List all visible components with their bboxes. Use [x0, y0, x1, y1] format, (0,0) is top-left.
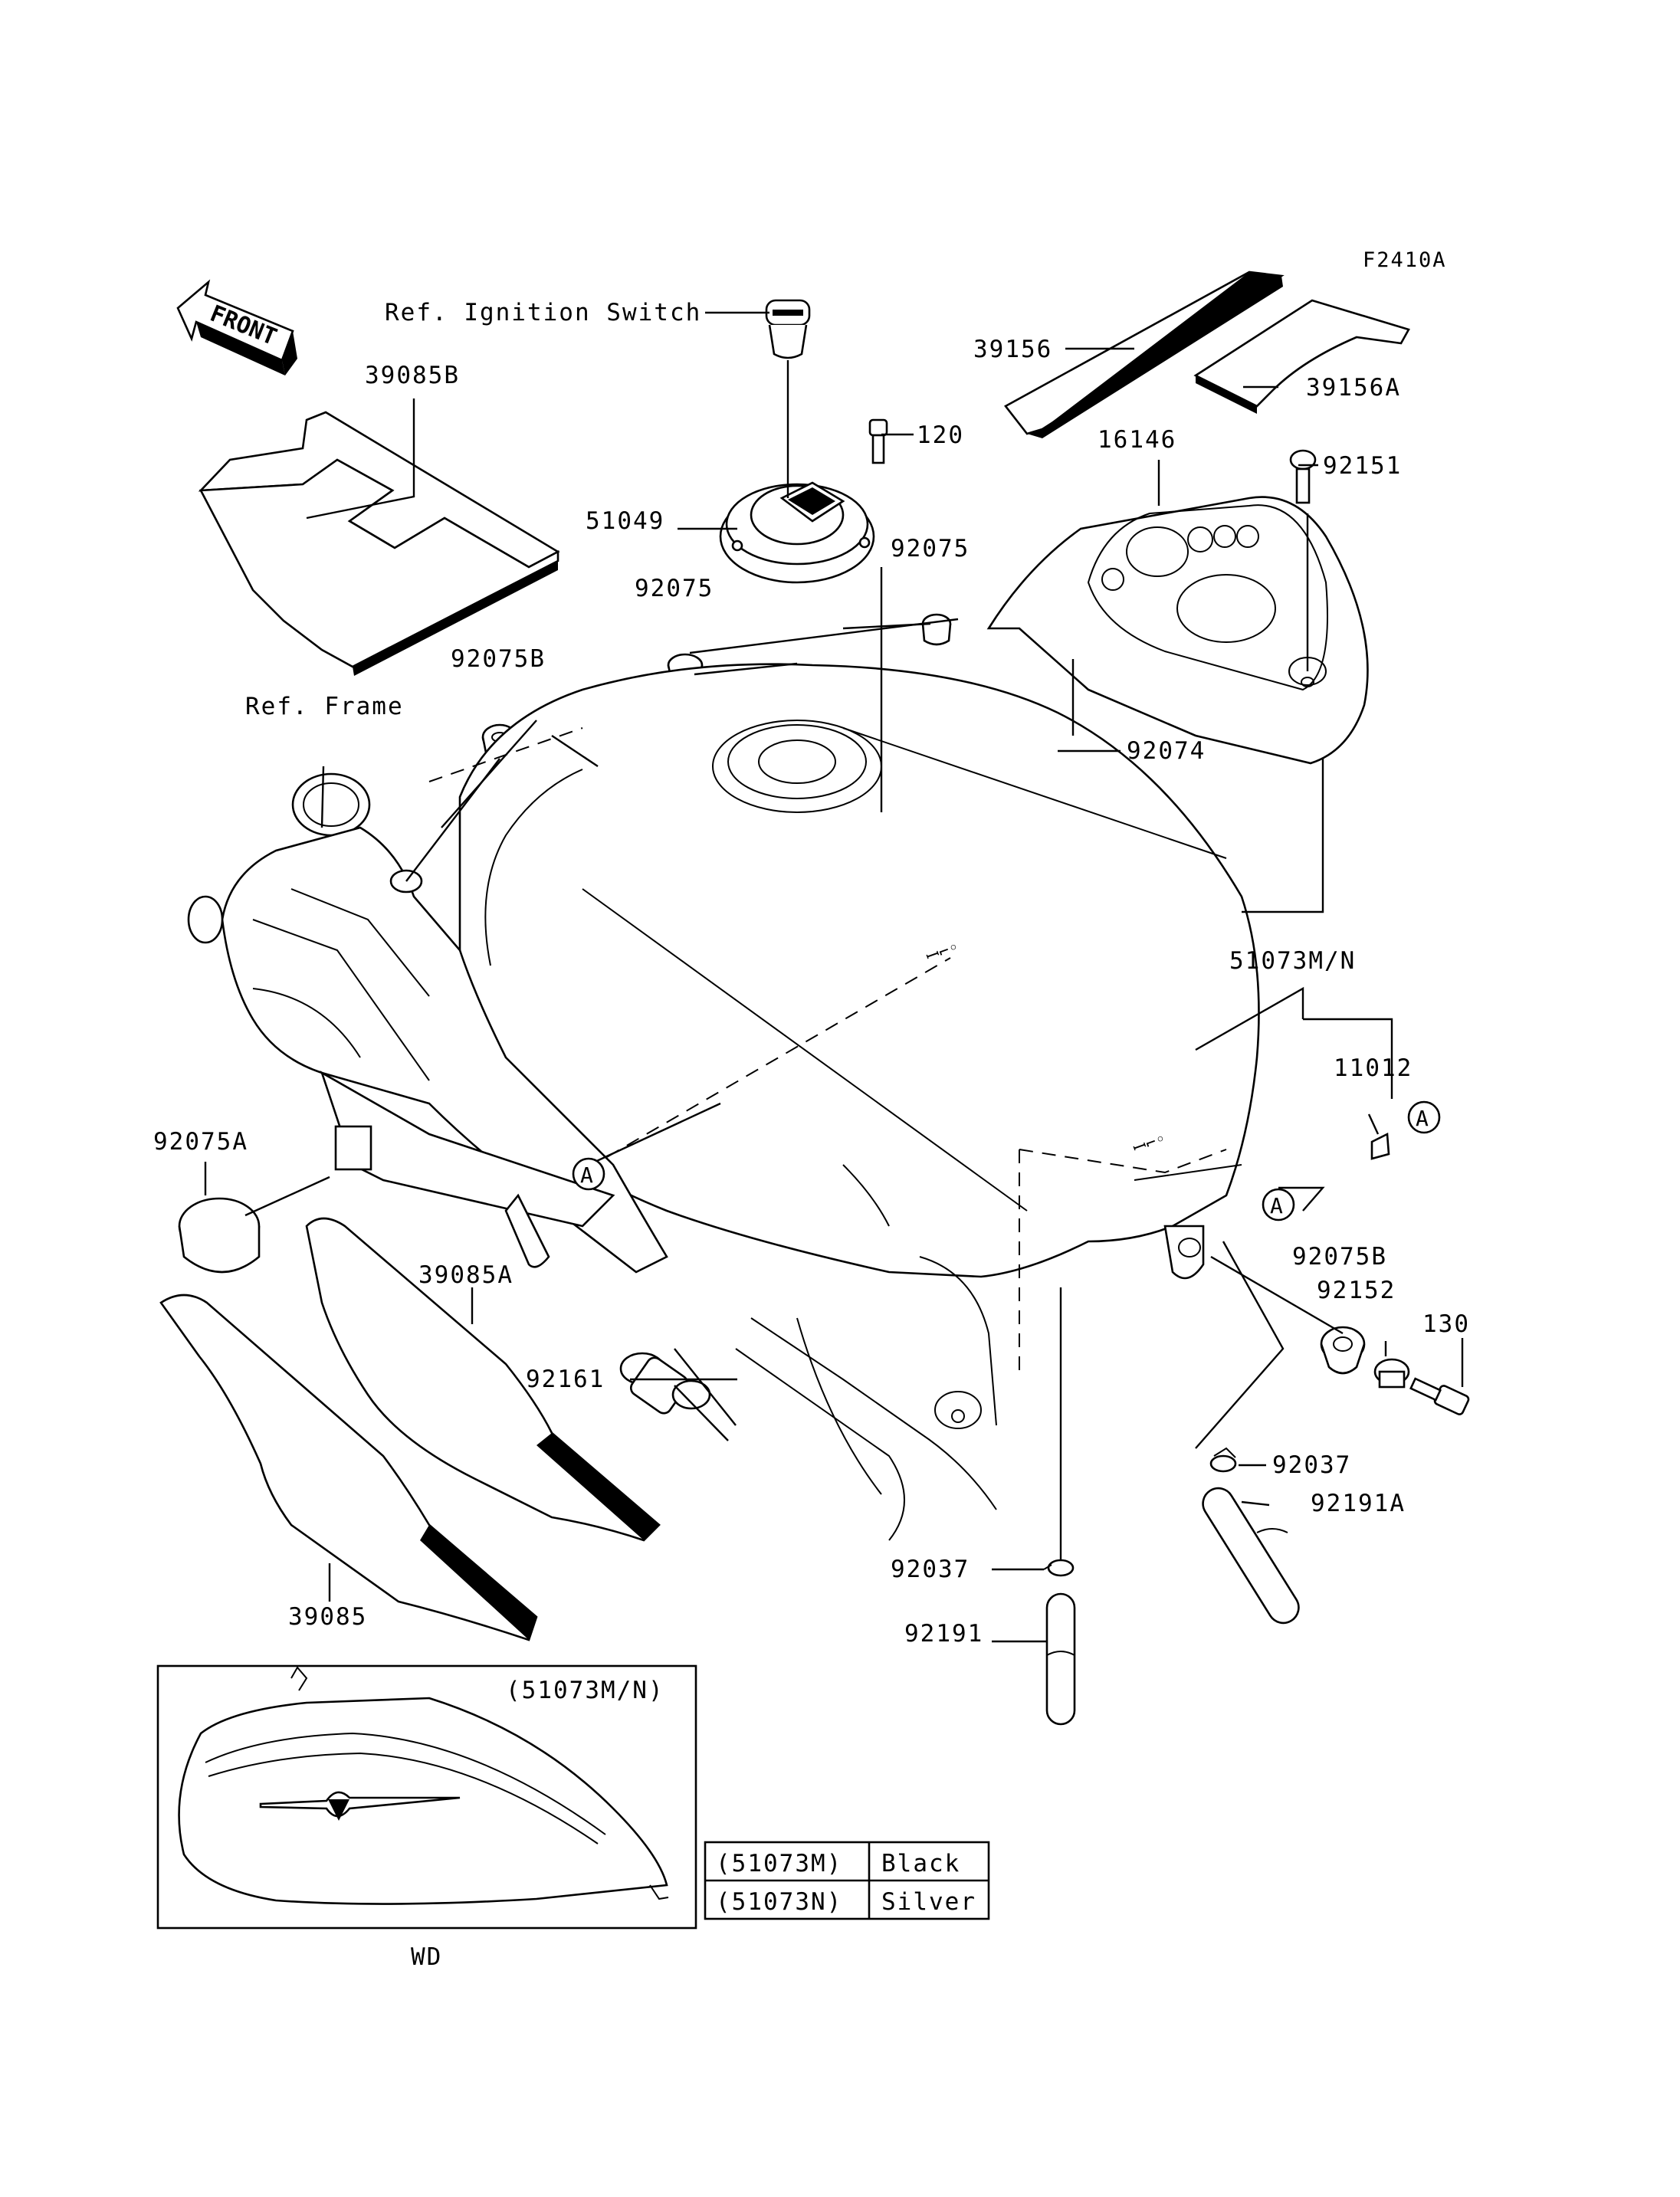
- lower-frame: [735, 1317, 997, 1541]
- collar-92152: [1373, 1358, 1410, 1389]
- inset-caption: WD: [411, 1943, 442, 1971]
- emblem-11012: [1370, 1132, 1390, 1160]
- label-92075A: 92075A: [153, 1128, 248, 1156]
- grommet-92075B-bottom: [1320, 1326, 1366, 1375]
- bracket-right: [1163, 1225, 1205, 1280]
- label-92075B-top: 92075B: [451, 645, 546, 673]
- label-16146: 16146: [1098, 426, 1176, 454]
- label-39085: 39085: [288, 1603, 367, 1631]
- label-92191A: 92191A: [1311, 1490, 1406, 1517]
- label-92075-left: 92075: [635, 575, 714, 602]
- cover-39156A: [1193, 299, 1410, 414]
- clamp-92037-right: [1209, 1447, 1237, 1473]
- side-cover-39085A: [305, 1217, 661, 1542]
- color-table-color-1: Black: [881, 1850, 960, 1877]
- label-51073MN: 51073M/N: [1229, 947, 1356, 975]
- inset-title: (51073M/N): [506, 1677, 664, 1704]
- label-39156A: 39156A: [1306, 374, 1401, 402]
- fuel-cap-51049: [719, 481, 875, 584]
- label-92191: 92191: [904, 1620, 983, 1648]
- label-130: 130: [1422, 1310, 1470, 1338]
- label-92152: 92152: [1317, 1277, 1396, 1304]
- clamp-92037-bottom: [1043, 1559, 1075, 1577]
- svg-text:A: A: [1270, 1193, 1283, 1218]
- label-92161: 92161: [526, 1366, 605, 1393]
- svg-text:A: A: [1416, 1106, 1429, 1131]
- label-39085B: 39085B: [365, 362, 460, 389]
- ignition-switch-cap: [765, 299, 811, 359]
- grommet-92075-right: [921, 613, 952, 646]
- svg-text:A: A: [580, 1162, 593, 1188]
- ref-marker-a-emblem: A: [1407, 1100, 1441, 1134]
- label-120: 120: [917, 421, 964, 449]
- color-table-code-1: (51073M): [716, 1850, 842, 1877]
- cover-39156: [1004, 271, 1285, 438]
- screw-120: [868, 418, 888, 464]
- inset-box: (51073M/N) WD: [156, 1664, 697, 1971]
- label-39085A: 39085A: [418, 1261, 514, 1289]
- label-11012: 11012: [1334, 1054, 1413, 1082]
- figure-code: F2410A: [1363, 248, 1447, 272]
- label-ref-ignition-switch: Ref. Ignition Switch: [385, 299, 701, 326]
- label-92075-right: 92075: [891, 535, 970, 562]
- label-51049: 51049: [586, 507, 664, 535]
- side-cover-39085: [159, 1294, 538, 1641]
- label-92074: 92074: [1127, 737, 1206, 765]
- leader-lines: [204, 311, 1464, 1643]
- label-92037-right: 92037: [1272, 1451, 1351, 1479]
- label-92075B-bottom: 92075B: [1292, 1243, 1387, 1271]
- inset-tank-drawing: [178, 1666, 669, 1905]
- label-39156: 39156: [973, 336, 1052, 363]
- ref-marker-a-right: A: [1262, 1188, 1295, 1221]
- color-table: (51073M) Black (51073N) Silver: [704, 1841, 990, 1920]
- tank-pad-39085B: [198, 411, 560, 676]
- label-92037-bottom: 92037: [891, 1556, 970, 1583]
- color-table-color-2: Silver: [881, 1888, 976, 1916]
- hose-92191A: [1202, 1487, 1300, 1625]
- front-arrow-icon: FRONT: [176, 279, 297, 375]
- damper-92075A: [178, 1197, 261, 1274]
- label-92151: 92151: [1323, 452, 1402, 480]
- color-table-code-2: (51073N): [716, 1888, 842, 1916]
- frame: [187, 772, 668, 1274]
- ref-marker-a-left: A: [572, 1157, 605, 1191]
- label-ref-frame: Ref. Frame: [245, 693, 404, 720]
- bolt-130: [1409, 1377, 1470, 1415]
- bolt-92151: [1289, 449, 1317, 504]
- console-16146: [986, 496, 1369, 765]
- joint-92161: [619, 1352, 711, 1415]
- hose-92191: [1045, 1592, 1076, 1726]
